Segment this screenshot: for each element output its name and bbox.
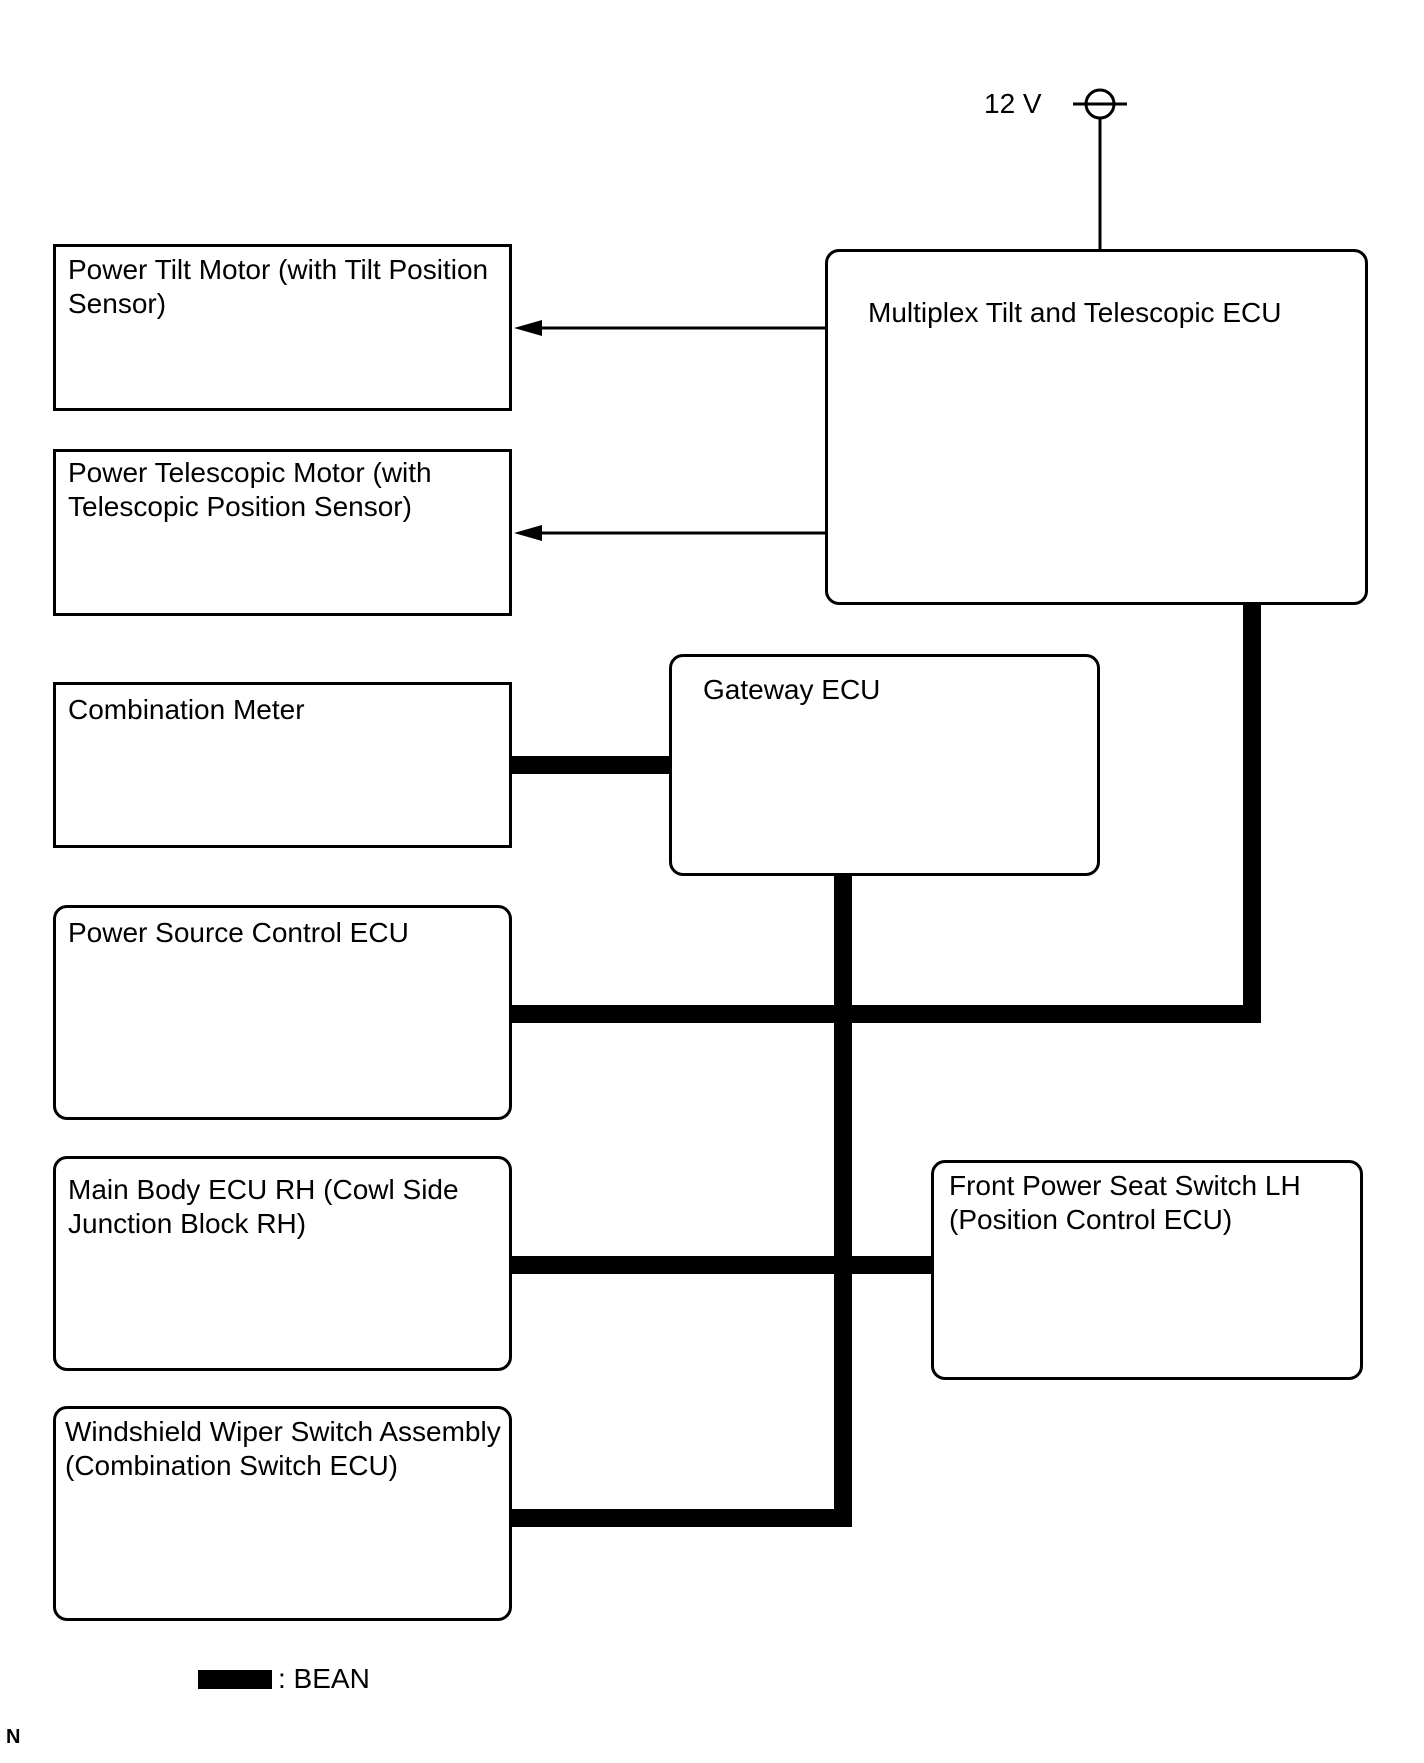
- power-telescopic-motor-box: Power Telescopic Motor (with Telescopic …: [53, 449, 512, 616]
- windshield-wiper-switch-box: Windshield Wiper Switch Assembly (Combin…: [53, 1406, 512, 1621]
- power-telescopic-motor-label: Power Telescopic Motor (with Telescopic …: [68, 457, 432, 522]
- power-tilt-motor-label: Power Tilt Motor (with Tilt Position Sen…: [68, 254, 489, 319]
- bean-multiplex-power-source: [510, 603, 1261, 1023]
- telescopic-motor-arrow: [514, 525, 542, 541]
- front-power-seat-switch-label: Front Power Seat Switch LH (Position Con…: [949, 1170, 1301, 1235]
- power-tilt-motor-box: Power Tilt Motor (with Tilt Position Sen…: [53, 244, 512, 411]
- front-power-seat-switch-box: Front Power Seat Switch LH (Position Con…: [931, 1160, 1363, 1380]
- combination-meter-box: Combination Meter: [53, 682, 512, 848]
- gateway-ecu-label: Gateway ECU: [703, 674, 881, 705]
- gateway-ecu-box: Gateway ECU: [669, 654, 1100, 876]
- windshield-wiper-switch-label: Windshield Wiper Switch Assembly (Combin…: [65, 1416, 501, 1481]
- bean-legend-label: : BEAN: [278, 1663, 370, 1694]
- supply-voltage-label: 12 V: [984, 88, 1042, 119]
- main-body-ecu-box: Main Body ECU RH (Cowl Side Junction Blo…: [53, 1156, 512, 1371]
- bean-legend-swatch: [198, 1670, 272, 1689]
- multiplex-tilt-telescopic-ecu-label: Multiplex Tilt and Telescopic ECU: [868, 297, 1282, 328]
- tilt-motor-arrow: [514, 320, 542, 336]
- combination-meter-label: Combination Meter: [68, 694, 305, 725]
- bean-gateway-trunk: [510, 874, 852, 1527]
- power-source-control-ecu-box: Power Source Control ECU: [53, 905, 512, 1120]
- corner-mark: N: [6, 1726, 21, 1748]
- multiplex-tilt-telescopic-ecu-box: Multiplex Tilt and Telescopic ECU: [825, 249, 1368, 605]
- power-source-control-ecu-label: Power Source Control ECU: [68, 917, 409, 948]
- main-body-ecu-label: Main Body ECU RH (Cowl Side Junction Blo…: [68, 1174, 459, 1239]
- bean-bus-lines: [510, 603, 1261, 1527]
- power-supply-symbol: [1073, 88, 1127, 251]
